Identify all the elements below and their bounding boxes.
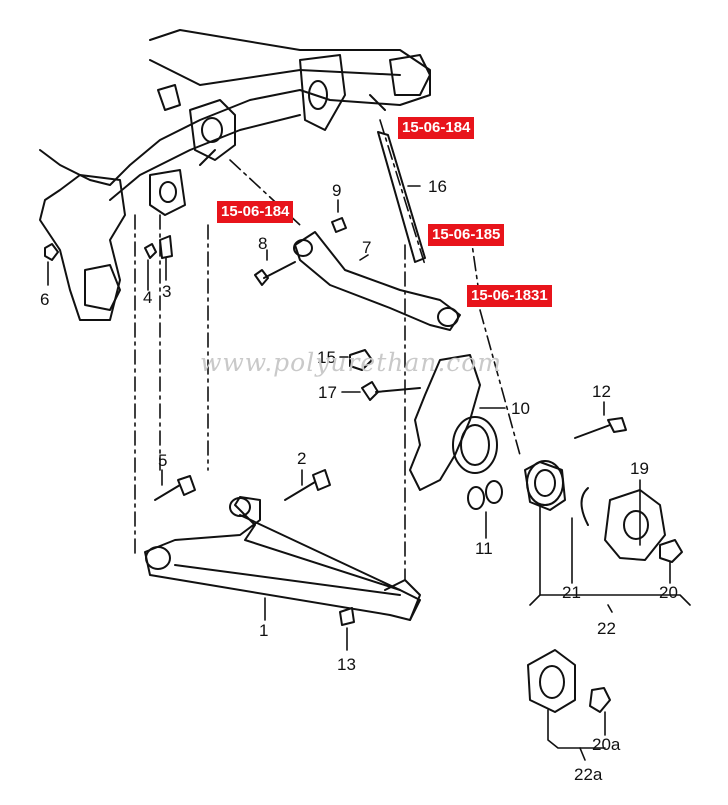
brackets [529,504,691,761]
callout-10: 10 [511,399,530,418]
subframe [39,29,431,321]
callout-22a: 22a [574,765,603,784]
callout-2: 2 [297,449,306,468]
part-code-badge[interactable]: 15-06-1831 [467,285,552,307]
watermark: www.polyurethan.com [200,348,503,377]
callout-20: 20 [659,583,678,602]
callout-5: 5 [158,451,167,470]
callout-21: 21 [562,583,581,602]
callout-17: 17 [318,383,337,402]
callout-13: 13 [337,655,356,674]
guide-lines [134,119,521,581]
upper-arm-7 [293,231,461,331]
callout-9: 9 [332,181,341,200]
callout-15: 15 [317,348,336,367]
callout-6: 6 [40,290,49,309]
callout-12: 12 [592,382,611,401]
callout-8: 8 [258,234,267,253]
part-code-badge[interactable]: 15-06-184 [398,117,475,139]
callout-labels: 1 2 3 4 5 6 7 8 9 10 11 12 13 15 17 16 1… [40,177,678,784]
callout-20a: 20a [592,735,621,754]
wheel-carrier-10 [409,354,498,491]
callout-3: 3 [162,282,171,301]
part-code-badge[interactable]: 15-06-184 [217,201,294,223]
bushings-11 [467,480,503,510]
bearing-hub [524,460,666,713]
callout-19: 19 [630,459,649,478]
part-code-badge[interactable]: 15-06-185 [428,224,505,246]
lower-arm-1 [144,496,421,621]
callout-11: 11 [475,539,493,558]
callout-16: 16 [428,177,447,196]
rod-16 [377,131,426,263]
leader-lines [47,185,671,736]
callout-1: 1 [259,621,268,640]
fasteners [44,217,683,713]
callout-7: 7 [362,238,371,257]
callout-4: 4 [143,288,152,307]
callout-22: 22 [597,619,616,638]
